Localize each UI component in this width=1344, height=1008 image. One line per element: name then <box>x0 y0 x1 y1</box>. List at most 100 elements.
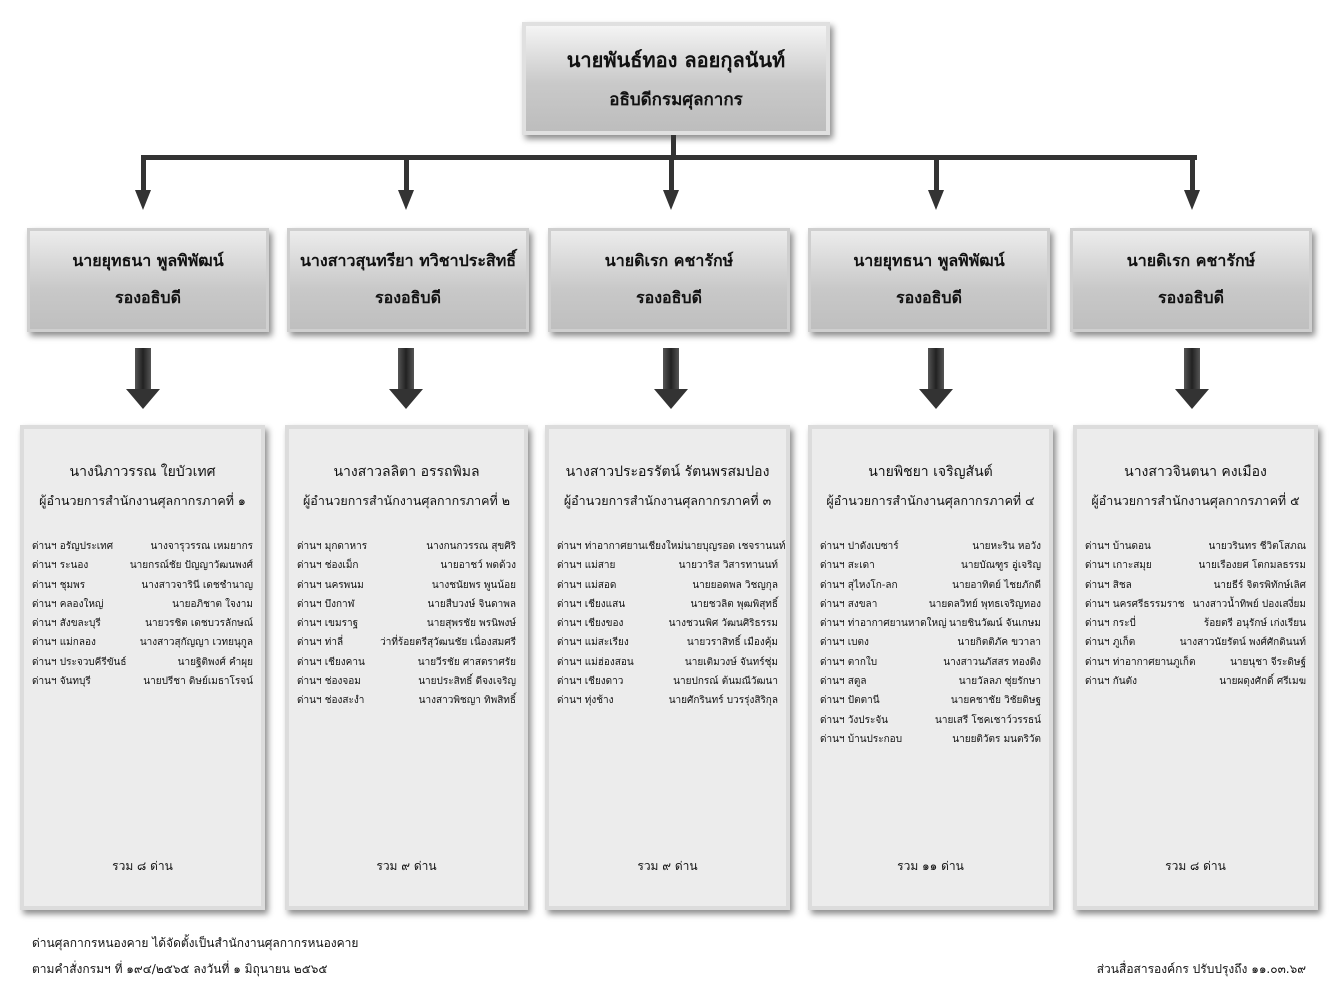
office-head: นายชวลิต พุฒพิสุทธิ์ <box>690 598 778 610</box>
office-row: ด่านฯ วังประจันนายเสรี โชคเชาว์วรรธน์ <box>820 711 1041 730</box>
office-head: นายวราสิทธิ์ เมืองคุ้ม <box>686 637 778 649</box>
region-total: รวม ๙ ด่าน <box>376 859 437 873</box>
office-row: ด่านฯ ท่าอากาศยานภูเก็ตนายนุชา จีระดิษฐ์ <box>1085 653 1306 672</box>
big-arrow-down-icon <box>126 389 160 409</box>
office-name: ด่านฯ ท่าอากาศยานหาดใหญ่ <box>820 618 947 630</box>
director-title: อธิบดีกรมศุลกากร <box>609 90 743 110</box>
office-row: ด่านฯ กันตังนายผดุงศักดิ์ ศรีเมฆ <box>1085 672 1306 691</box>
office-head: นางสาวนัยรัตน์ พงศ์ศักดินนท์ <box>1179 637 1306 649</box>
office-row: ด่านฯ ภูเก็ตนางสาวนัยรัตน์ พงศ์ศักดินนท์ <box>1085 633 1306 652</box>
office-name: ด่านฯ อรัญประเทศ <box>32 541 114 552</box>
office-head: นายปรีชา ดิษย์เมธาโรจน์ <box>143 676 253 688</box>
office-name: ด่านฯ ปาดังเบซาร์ <box>820 541 899 552</box>
region-director-name: นางสาวจินตนา คงเมือง <box>1124 464 1267 480</box>
office-row: ด่านฯ สตูลนายวัลลภ ซุ่ยรักษา <box>820 672 1041 691</box>
office-row: ด่านฯ ท่าอากาศยานเชียงใหม่นายบุญรอด เชจร… <box>557 537 785 556</box>
arrow-down-icon <box>663 190 679 210</box>
region-director-name: นางสาวประอรรัตน์ รัตนพรสมปอง <box>565 464 770 480</box>
office-head: นายคชาชัย วิชัยดิษฐ <box>950 695 1041 707</box>
office-row: ด่านฯ ท่าอากาศยานหาดใหญ่นายชินวัฒน์ จันเ… <box>820 614 1041 633</box>
big-arrow-down-icon <box>919 389 953 409</box>
office-head: นายประสิทธิ์ ดีจงเจริญ <box>418 676 516 688</box>
office-name: ด่านฯ ทุ่งช้าง <box>557 695 614 707</box>
office-row: ด่านฯ ปัตตานีนายคชาชัย วิชัยดิษฐ <box>820 691 1041 710</box>
office-row: ด่านฯ กระบี่ร้อยตรี อนุรักษ์ เก่งเรียน <box>1085 614 1306 633</box>
region-director-name: นางสาวลลิตา อรรถพิมล <box>333 464 480 480</box>
office-head: นางสาวพิชญา ทิพสิทธิ์ <box>418 695 516 707</box>
office-name: ด่านฯ แม่สะเรียง <box>557 637 629 649</box>
office-row: ด่านฯ นครศรีธรรมราชนางสาวน้ำทิพย์ ปองเสง… <box>1085 595 1306 614</box>
big-arrow-shaft <box>663 348 679 390</box>
arrow-down-icon <box>928 190 944 210</box>
office-row: ด่านฯ เชียงดาวนายปกรณ์ ต้นมณีวัฒนา <box>557 672 778 691</box>
office-list: ด่านฯ ปาดังเบซาร์นายหะริน หอวังด่านฯ สะเ… <box>820 537 1041 749</box>
office-name: ด่านฯ ท่าอากาศยานเชียงใหม่ <box>557 541 684 552</box>
office-head: นายวรินทร ชีวิตโสภณ <box>1208 541 1306 552</box>
office-name: ด่านฯ กระบี่ <box>1085 618 1136 630</box>
office-row: ด่านฯ เชียงแสน นายชวลิต พุฒพิสุทธิ์ <box>557 595 778 614</box>
office-head: นายฐิติพงศ์ คำผุย <box>177 656 253 668</box>
big-arrow-shaft <box>928 348 944 390</box>
office-name: ด่านฯ แม่กลอง <box>32 637 96 649</box>
office-row: ด่านฯ แม่ฮ่องสอนนายเติมวงษ์ จันทร์ชุ่ม <box>557 653 778 672</box>
office-head: นายอาชว์ พดด้วง <box>440 560 516 572</box>
region-director-title: ผู้อำนวยการสำนักงานศุลกากรภาคที่ ๓ <box>563 493 772 508</box>
office-head: นายกรณ์ชัย ปัญญาวัฒนพงศ์ <box>129 560 253 572</box>
office-head: นายอภิชาต ใจงาม <box>172 598 253 610</box>
office-head: นายบุญรอด เชจรานนท์ <box>683 541 786 552</box>
office-row: ด่านฯ สะเดานายบัณฑูร อู่เจริญ <box>820 556 1041 575</box>
office-name: ด่านฯ ระนอง <box>32 560 89 572</box>
office-row: ด่านฯ อรัญประเทศ นางจารุวรรณ เหมยากร <box>32 537 253 556</box>
office-row: ด่านฯ ทุ่งช้างนายศักรินทร์ บวรรุ่งสิริกุ… <box>557 691 778 710</box>
office-head: นายปกรณ์ ต้นมณีวัฒนา <box>673 676 778 688</box>
office-head: นางสาวสุกัญญา เวทยนุกูล <box>139 637 253 649</box>
office-name: ด่านฯ บ้านประกอบ <box>820 733 903 745</box>
office-head: นายเรืองยศ โตกมลธรรม <box>1198 560 1306 572</box>
office-name: ด่านฯ เชียงแสน <box>557 598 626 610</box>
office-row: ด่านฯ มุกดาหารนางกนกวรรณ สุขศิริ <box>297 537 516 556</box>
office-name: ด่านฯ สุไหงโก-ลก <box>820 579 898 591</box>
region-director-title: ผู้อำนวยการสำนักงานศุลกากรภาคที่ ๑ <box>39 493 246 508</box>
office-name: ด่านฯ บ้านดอน <box>1085 541 1151 552</box>
footer-note: ด่านศุลกากรหนองคาย ได้จัดตั้งเป็นสำนักงา… <box>32 930 358 982</box>
office-head: นางชวนพิศ วัฒนศิริธรรม <box>668 618 778 630</box>
office-name: ด่านฯ ช่องสะงำ <box>297 695 365 707</box>
deputy-title: รองอธิบดี <box>115 288 181 307</box>
office-head: นายสุพรชัย พรนิพงษ์ <box>426 618 516 630</box>
office-name: ด่านฯ สงขลา <box>820 598 878 610</box>
office-head: นายชินวัฒน์ จันเกษม <box>949 618 1041 630</box>
office-head: นายวีรชัย ศาสตราศรัย <box>417 656 516 668</box>
office-name: ด่านฯ นครพนม <box>297 579 364 591</box>
office-head: นางกนกวรรณ สุขศิริ <box>426 541 516 552</box>
office-name: ด่านฯ ช่องเม็ก <box>297 560 359 572</box>
deputy-box: นายดิเรก คชารักษ์ รองอธิบดี <box>1070 228 1312 332</box>
office-row: ด่านฯ คลองใหญ่นายอภิชาต ใจงาม <box>32 595 253 614</box>
office-row: ด่านฯ แม่สายนายวาริส วิสารทานนท์ <box>557 556 778 575</box>
office-row: ด่านฯ เกาะสมุยนายเรืองยศ โตกมลธรรม <box>1085 556 1306 575</box>
big-arrow-shaft <box>135 348 151 390</box>
deputy-title: รองอธิบดี <box>896 288 962 307</box>
office-head: นางจารุวรรณ เหมยากร <box>150 541 254 552</box>
region-director-title: ผู้อำนวยการสำนักงานศุลกากรภาคที่ ๕ <box>1091 493 1300 508</box>
office-head: นายเติมวงษ์ จันทร์ชุ่ม <box>684 656 778 668</box>
office-head: นายวัลลภ ซุ่ยรักษา <box>958 676 1041 688</box>
office-head: นายดลวิทย์ พุทธเจริญทอง <box>928 598 1041 610</box>
office-name: ด่านฯ นครศรีธรรมราช <box>1085 598 1185 610</box>
office-row: ด่านฯ ประจวบคีรีขันธ์นายฐิติพงศ์ คำผุย <box>32 653 253 672</box>
big-arrow-down-icon <box>654 389 688 409</box>
arrow-down-icon <box>398 190 414 210</box>
office-list: ด่านฯ อรัญประเทศนางจารุวรรณ เหมยากรด่านฯ… <box>32 537 253 691</box>
office-name: ด่านฯ ท่าลี่ <box>297 637 344 649</box>
region-box: นางนิภาวรรณ ใยบัวเทศ ผู้อำนวยการสำนักงาน… <box>20 425 265 910</box>
office-row: ด่านฯ แม่สะเรียง นายวราสิทธิ์ เมืองคุ้ม <box>557 633 778 652</box>
office-row: ด่านฯ จันทบุรีนายปรีชา ดิษย์เมธาโรจน์ <box>32 672 253 691</box>
office-name: ด่านฯ บึงกาฬ <box>297 598 355 610</box>
office-row: ด่านฯ ท่าลี่ว่าที่ร้อยตรีสุวัฒนชัย เนื่อ… <box>297 633 516 652</box>
office-name: ด่านฯ ตากใบ <box>820 656 878 668</box>
office-head: นายบัณฑูร อู่เจริญ <box>961 560 1041 572</box>
office-head: นายผดุงศักดิ์ ศรีเมฆ <box>1219 676 1306 688</box>
big-arrow-down-icon <box>1175 389 1209 409</box>
deputy-name: นางสาวสุนทรียา ทวิชาประสิทธิ์ <box>299 251 517 270</box>
office-row: ด่านฯ สังขละบุรีนายวรชิต เดชบวรลักษณ์ <box>32 614 253 633</box>
office-name: ด่านฯ แม่สอด <box>557 579 617 591</box>
